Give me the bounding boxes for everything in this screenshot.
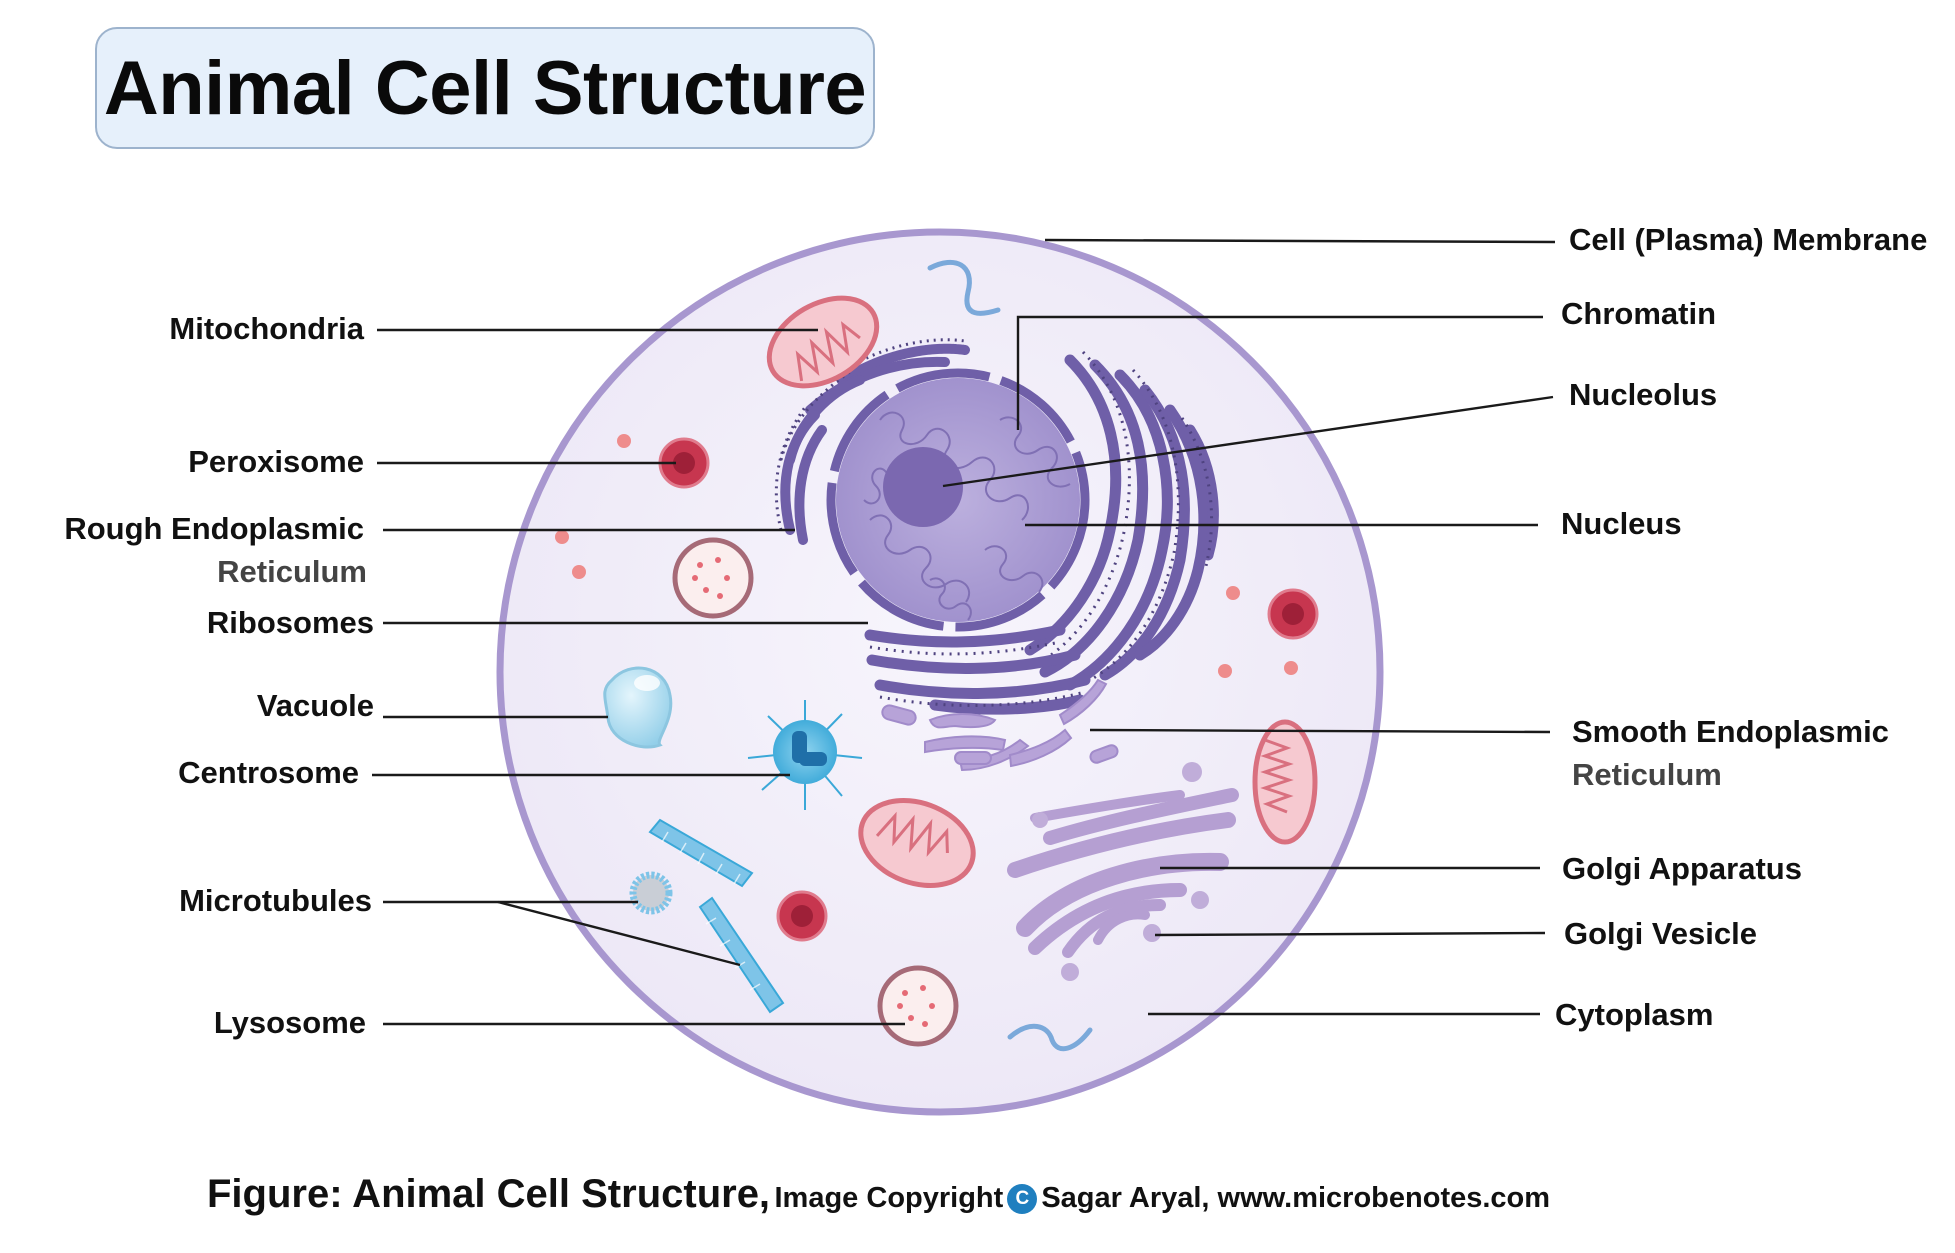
caption-main: Figure: Animal Cell Structure, (207, 1172, 771, 1216)
mitochondrion (1252, 719, 1318, 845)
label-nucleus: Nucleus (1561, 506, 1682, 541)
label-cytoplasm: Cytoplasm (1555, 997, 1713, 1032)
small-vesicles (555, 434, 1298, 678)
lysosome (672, 537, 754, 619)
golgi-vesicles (1032, 762, 1209, 981)
label-smooth-er-line2: Reticulum (1572, 757, 1722, 792)
rough-er-left (780, 343, 970, 545)
centrosome (747, 700, 863, 810)
caption-credit-prefix: Image Copyright (774, 1182, 1004, 1214)
caption-credit: Sagar Aryal, www.microbenotes.com (1041, 1182, 1551, 1214)
microtubule-cross-section (629, 871, 673, 915)
peroxisome-core (791, 905, 813, 927)
rough-er-bottom-ribosomes (869, 640, 1086, 707)
label-cell-membrane: Cell (Plasma) Membrane (1569, 222, 1927, 257)
leader-lines (372, 238, 1556, 1026)
label-rough-er-line2: Reticulum (217, 554, 367, 589)
label-golgi-vesicle: Golgi Vesicle (1564, 916, 1757, 951)
leader-smooth-er (1089, 728, 1551, 734)
label-golgi-apparatus: Golgi Apparatus (1562, 851, 1802, 886)
smooth-er (881, 678, 1119, 772)
label-peroxisome: Peroxisome (188, 444, 364, 479)
leader-golgi-vesicle (1154, 931, 1546, 937)
figure-caption: Figure: Animal Cell Structure, Image Cop… (207, 1172, 1550, 1217)
cytoskeleton-filament (1007, 1024, 1093, 1052)
vacuole-highlight (634, 675, 660, 691)
leader-nucleolus (942, 395, 1554, 488)
leader-microtubules-b (497, 900, 741, 967)
label-microtubules: Microtubules (179, 883, 372, 918)
copyright-icon: C (1007, 1184, 1038, 1214)
golgi-apparatus (1007, 788, 1239, 958)
leader-chromatin (1016, 315, 1543, 430)
label-nucleolus: Nucleolus (1569, 377, 1717, 412)
label-vacuole: Vacuole (257, 688, 374, 723)
title-box: Animal Cell Structure (95, 27, 875, 149)
page-title: Animal Cell Structure (103, 45, 867, 131)
nuclear-envelope (826, 368, 1090, 632)
microtubule (698, 896, 785, 1014)
label-ribosomes: Ribosomes (207, 605, 374, 640)
label-rough-er-line1: Rough Endoplasmic (64, 511, 364, 546)
label-smooth-er-line1: Smooth Endoplasmic (1572, 714, 1889, 749)
mitochondrion (858, 797, 976, 889)
rough-er-bottom (864, 624, 1091, 715)
label-lysosome: Lysosome (214, 1005, 366, 1040)
label-chromatin: Chromatin (1561, 296, 1716, 331)
label-centrosome: Centrosome (178, 755, 359, 790)
microtubule (648, 818, 754, 888)
label-mitochondria: Mitochondria (169, 311, 364, 346)
leader-cell-membrane (1044, 238, 1556, 244)
cytoskeleton-filament (927, 259, 1001, 316)
lysosome (877, 965, 959, 1047)
peroxisome-core (1282, 603, 1304, 625)
rough-er-right-ribosomes (1036, 350, 1214, 685)
rough-er-right (1024, 354, 1219, 691)
peroxisome-core (673, 452, 695, 474)
mitochondrion (766, 295, 880, 389)
nucleolus (883, 447, 963, 527)
